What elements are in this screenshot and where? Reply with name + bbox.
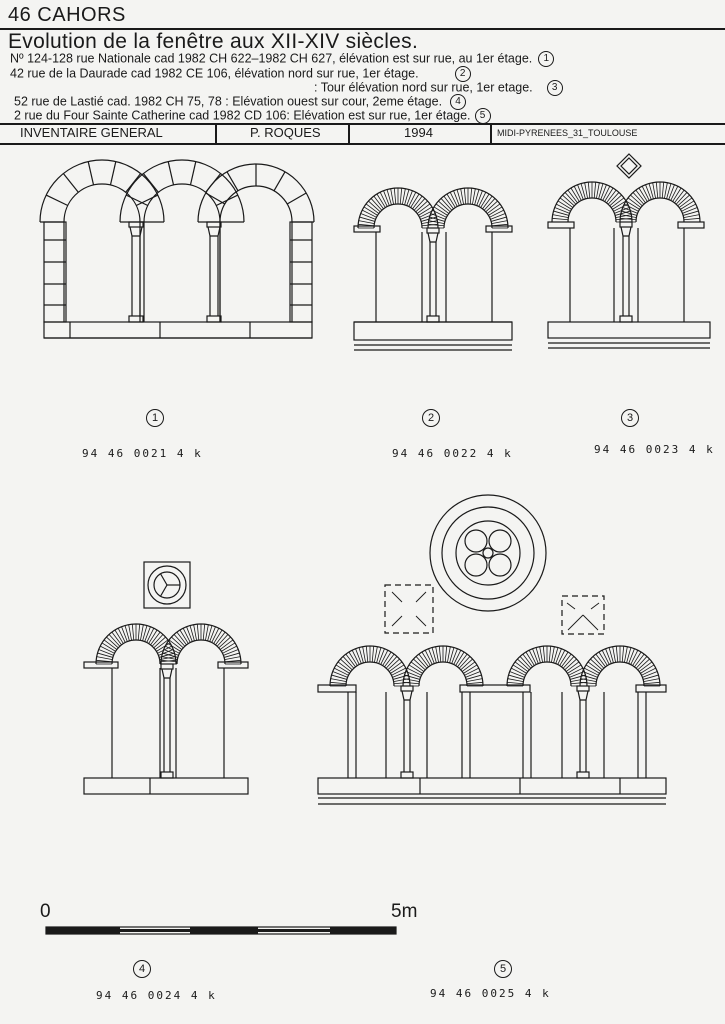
window-elevation-2 bbox=[353, 187, 513, 351]
sheet-number: 46 CAHORS bbox=[8, 4, 126, 26]
figure-3-reference: 94 46 0023 4 k bbox=[594, 443, 715, 456]
meta-divider-1 bbox=[215, 123, 217, 143]
window-elevation-3 bbox=[547, 153, 711, 349]
window-elevation-5 bbox=[317, 494, 667, 805]
window-elevation-1 bbox=[39, 159, 315, 339]
address-4-number: 4 bbox=[450, 94, 467, 110]
meta-rule-bottom bbox=[0, 143, 725, 145]
figure-2-number: 2 bbox=[422, 409, 440, 427]
figure-1-number: 1 bbox=[146, 409, 164, 427]
meta-divider-3 bbox=[490, 123, 492, 143]
page-title: Evolution de la fenêtre aux XII-XIV sièc… bbox=[8, 30, 419, 53]
address-1-text: Nº 124-128 rue Nationale cad 1982 CH 622… bbox=[10, 51, 533, 66]
address-2-number: 2 bbox=[454, 66, 471, 82]
address-1: Nº 124-128 rue Nationale cad 1982 CH 622… bbox=[10, 51, 555, 67]
figure-4-reference: 94 46 0024 4 k bbox=[96, 989, 217, 1002]
year-label: 1994 bbox=[404, 125, 433, 140]
region-label: MIDI-PYRENEES_31_TOULOUSE bbox=[497, 128, 638, 138]
address-1-number: 1 bbox=[538, 51, 555, 67]
meta-divider-2 bbox=[348, 123, 350, 143]
address-3: : Tour élévation nord sur rue, 1er etage… bbox=[314, 80, 563, 96]
address-4-text: 52 rue de Lastié cad. 1982 CH 75, 78 : E… bbox=[14, 94, 443, 109]
address-4: 52 rue de Lastié cad. 1982 CH 75, 78 : E… bbox=[14, 94, 467, 110]
figure-1-reference: 94 46 0021 4 k bbox=[82, 447, 203, 460]
address-3-number: 3 bbox=[546, 80, 563, 96]
author-label: P. ROQUES bbox=[250, 125, 321, 140]
figure-4-number: 4 bbox=[133, 960, 151, 978]
figure-5-number: 5 bbox=[494, 960, 512, 978]
address-3-text: : Tour élévation nord sur rue, 1er etage… bbox=[314, 80, 533, 95]
figure-5-reference: 94 46 0025 4 k bbox=[430, 987, 551, 1000]
inventory-label: INVENTAIRE GENERAL bbox=[20, 125, 163, 140]
figure-3-number: 3 bbox=[621, 409, 639, 427]
scale-start-label: 0 bbox=[40, 901, 51, 922]
scale-bar bbox=[45, 926, 397, 935]
address-5-text: 2 rue du Four Sainte Catherine cad 1982 … bbox=[14, 108, 471, 123]
window-elevation-4 bbox=[83, 561, 249, 795]
figure-2-reference: 94 46 0022 4 k bbox=[392, 447, 513, 460]
address-2: 42 rue de la Daurade cad 1982 CE 106, él… bbox=[10, 66, 471, 82]
scale-end-label: 5m bbox=[391, 901, 418, 922]
address-2-text: 42 rue de la Daurade cad 1982 CE 106, él… bbox=[10, 66, 419, 81]
meta-rule-top bbox=[0, 123, 725, 125]
header-rule-top bbox=[0, 28, 725, 30]
